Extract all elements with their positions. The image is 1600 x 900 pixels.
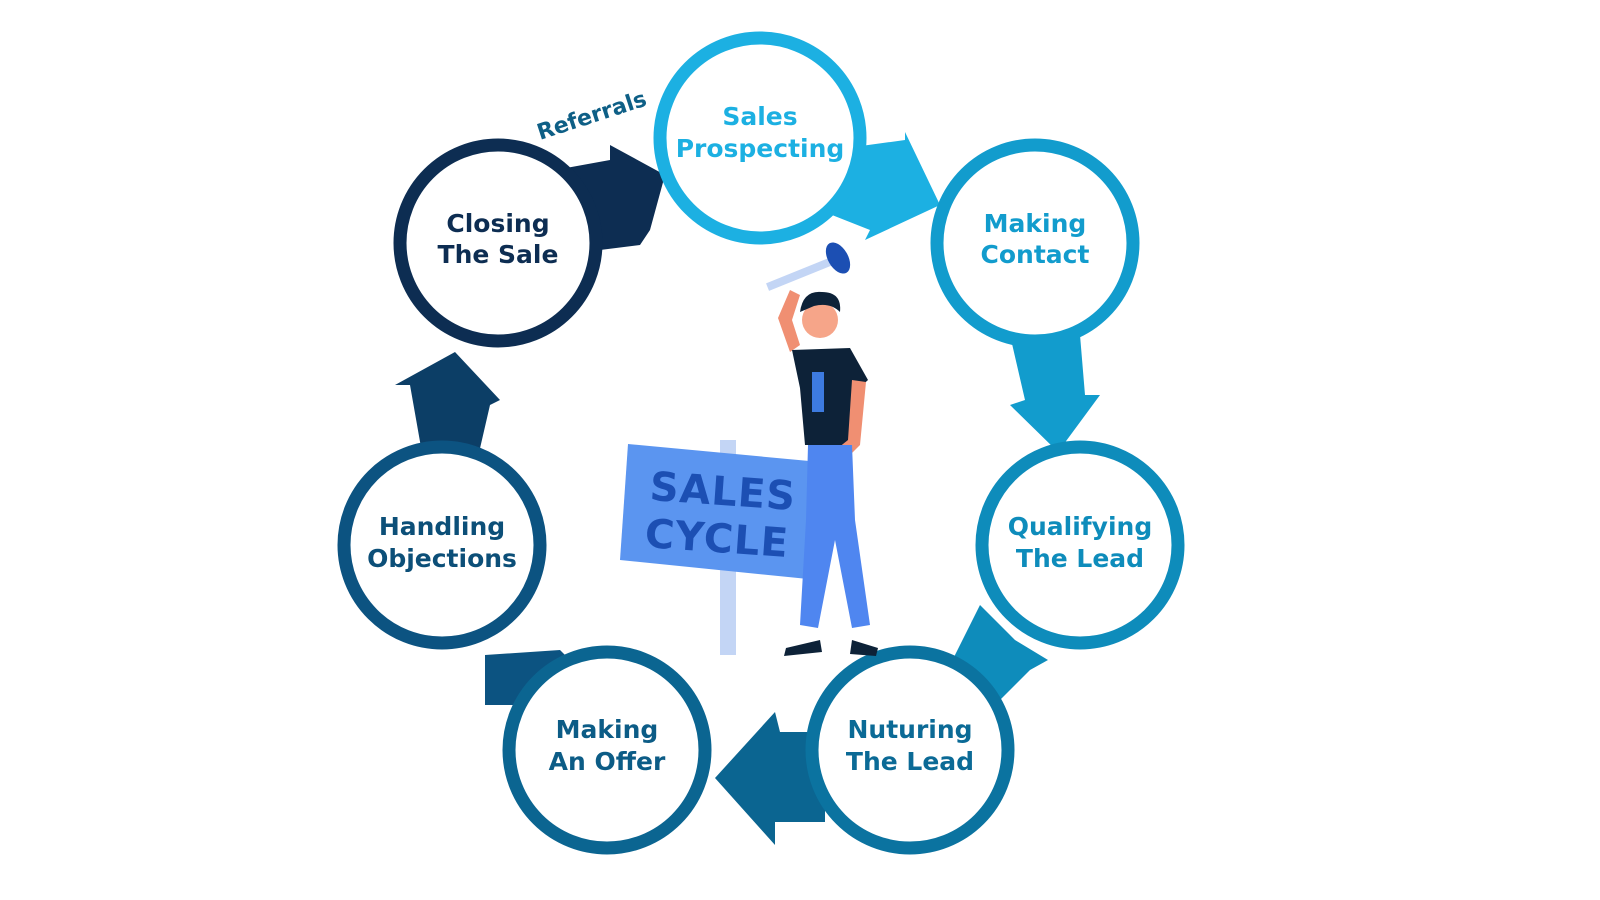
stage-making-contact-line1: Making [984,209,1087,238]
center-illustration: SALES CYCLE [620,242,878,656]
arrow-closing-to-prospecting [555,145,665,250]
stage-handling-objections-line2: Objections [367,544,517,573]
stage-qualifying-line1: Qualifying [1008,512,1153,541]
stage-nuturing-the-lead: Nuturing The Lead [805,645,1015,855]
stage-closing-line1: Closing [446,209,549,238]
connector-arrows [395,132,1100,845]
sales-cycle-sign: SALES CYCLE [620,444,826,584]
stage-sales-prospecting: Sales Prospecting [653,31,867,245]
arrow-nuturing-to-offer [715,712,825,845]
stage-circles: Sales Prospecting Making Contact Qualify… [337,31,1185,855]
stage-nuturing-line2: The Lead [846,747,974,776]
stage-making-contact-line2: Contact [981,240,1090,269]
stage-handling-objections-line1: Handling [379,512,505,541]
stage-sales-prospecting-line2: Prospecting [676,134,845,163]
stage-making-an-offer: Making An Offer [502,645,712,855]
stage-nuturing-line1: Nuturing [847,715,972,744]
stage-making-an-offer-line2: An Offer [549,747,666,776]
arrow-objections-to-closing [395,352,500,470]
stage-making-an-offer-line1: Making [556,715,659,744]
stage-qualifying-the-lead: Qualifying The Lead [975,440,1185,650]
stage-closing-the-sale: Closing The Sale [393,138,603,348]
stage-closing-line2: The Sale [438,240,559,269]
arrow-contact-to-qualifying [1010,335,1100,452]
stage-sales-prospecting-line1: Sales [722,102,797,131]
stage-qualifying-line2: The Lead [1016,544,1144,573]
stage-handling-objections: Handling Objections [337,440,547,650]
person-figure [766,242,878,656]
sign-text-line2: CYCLE [643,511,790,567]
sign-text-line1: SALES [648,464,797,520]
hammer-icon [766,242,851,291]
stage-making-contact: Making Contact [930,138,1140,348]
referrals-label: Referrals [534,87,650,146]
